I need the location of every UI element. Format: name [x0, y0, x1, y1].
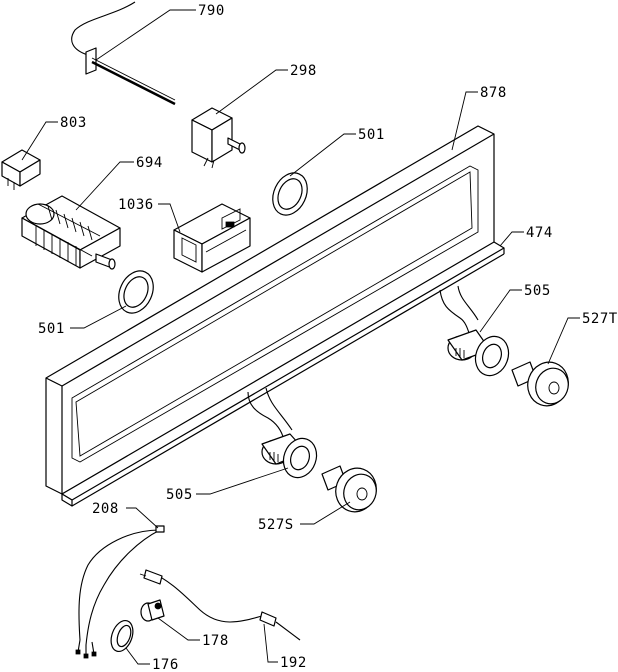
part-878-control-panel[interactable]	[45, 125, 495, 495]
label-505-lower: 505	[166, 487, 193, 503]
label-505-right: 505	[524, 283, 551, 299]
label-176: 176	[152, 657, 179, 672]
part-1036-timer[interactable]	[173, 203, 251, 273]
label-527S: 527S	[258, 517, 294, 533]
label-790: 790	[198, 3, 225, 19]
part-501-bezel-lower[interactable]	[112, 265, 160, 318]
part-505-lampholder-lower[interactable]	[247, 387, 322, 482]
label-501-upper: 501	[358, 127, 385, 143]
label-1036: 1036	[118, 197, 154, 213]
label-694: 694	[136, 155, 163, 171]
label-208: 208	[92, 501, 119, 517]
part-178-connector[interactable]	[140, 599, 165, 622]
label-527T: 527T	[582, 311, 618, 327]
part-527T-knob[interactable]	[511, 356, 574, 411]
part-803-module[interactable]	[1, 149, 41, 190]
label-192: 192	[280, 655, 307, 671]
part-208-wiring-lead[interactable]	[75, 525, 165, 659]
part-694-selector-switch[interactable]	[21, 195, 121, 270]
part-192-ignition-lead[interactable]	[139, 569, 301, 641]
part-790-thermostat-probe[interactable]	[71, 1, 176, 106]
label-878: 878	[480, 85, 507, 101]
part-501-bezel-upper[interactable]	[266, 167, 314, 220]
label-474: 474	[526, 225, 553, 241]
part-474-trim-strip[interactable]	[61, 241, 505, 507]
label-803: 803	[60, 115, 87, 131]
part-labels: 790 298 878 803 501 694 1036 474 505 527…	[38, 3, 618, 672]
part-505-lampholder-right[interactable]	[439, 285, 514, 380]
part-298-switch[interactable]	[191, 107, 246, 169]
label-501-lower: 501	[38, 321, 65, 337]
label-178: 178	[202, 633, 229, 649]
part-527S-knob[interactable]	[321, 462, 382, 517]
part-176-grommet[interactable]	[107, 618, 137, 655]
label-298: 298	[290, 63, 317, 79]
leader-lines	[21, 9, 580, 665]
